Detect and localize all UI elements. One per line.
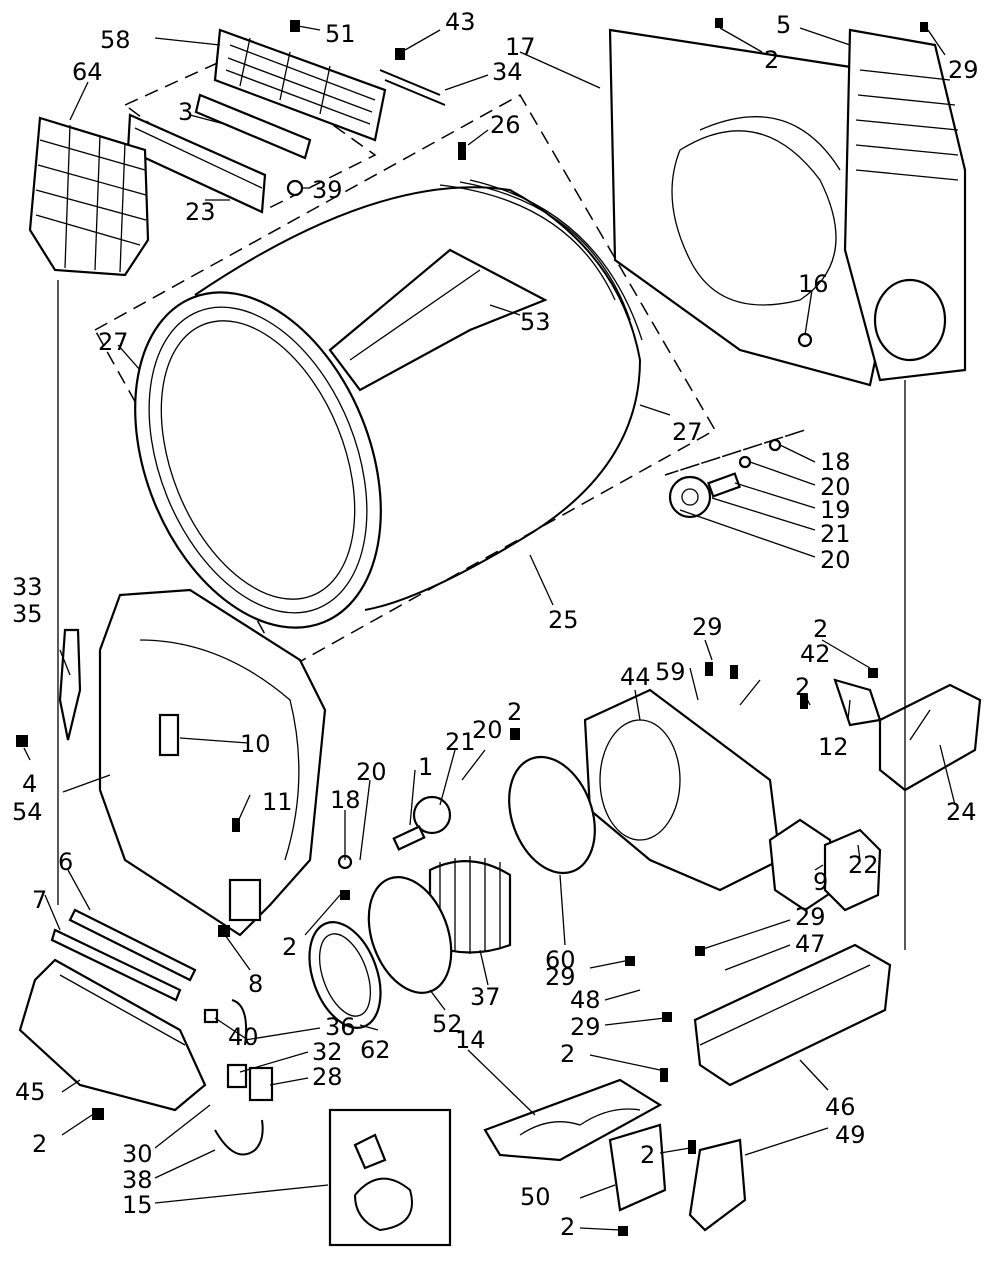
callout-53: 53 — [520, 308, 551, 336]
callout-23: 23 — [185, 198, 216, 226]
callout-28: 28 — [312, 1063, 343, 1091]
callout-42: 42 — [800, 640, 831, 668]
callout-9: 9 — [813, 868, 828, 896]
callout-20-a: 20 — [820, 473, 851, 501]
callout-6: 6 — [58, 848, 73, 876]
callout-12: 12 — [818, 733, 849, 761]
callout-44: 44 — [620, 663, 651, 691]
callout-50: 50 — [520, 1183, 551, 1211]
callout-29-c: 29 — [795, 903, 826, 931]
callout-20-c: 20 — [472, 716, 503, 744]
callout-51: 51 — [325, 20, 356, 48]
callout-62: 62 — [360, 1036, 391, 1064]
callout-49: 49 — [835, 1121, 866, 1149]
callout-35: 35 — [12, 600, 43, 628]
callout-27-a: 27 — [98, 328, 129, 356]
callout-39: 39 — [312, 176, 343, 204]
callout-15: 15 — [122, 1191, 153, 1219]
callout-26: 26 — [490, 111, 521, 139]
callout-29-e: 29 — [570, 1013, 601, 1041]
callout-59: 59 — [655, 658, 686, 686]
callout-48: 48 — [570, 986, 601, 1014]
callout-2-b: 2 — [813, 615, 828, 643]
callout-7: 7 — [32, 886, 47, 914]
callout-2-c: 2 — [795, 673, 810, 701]
callout-29-d: 29 — [545, 963, 576, 991]
callout-4: 4 — [22, 770, 37, 798]
callout-2-i: 2 — [560, 1213, 575, 1241]
callout-40: 40 — [228, 1023, 259, 1051]
callout-30: 30 — [122, 1140, 153, 1168]
callout-19: 19 — [820, 496, 851, 524]
callout-37: 37 — [470, 983, 501, 1011]
callout-14: 14 — [455, 1026, 486, 1054]
callout-2-h: 2 — [640, 1141, 655, 1169]
callout-29-a: 29 — [948, 56, 979, 84]
callout-labels: 58 51 43 34 64 3 39 23 26 17 2 5 29 16 5… — [12, 8, 979, 1241]
callout-21-a: 21 — [820, 520, 851, 548]
callout-58: 58 — [100, 26, 131, 54]
drum-assembly — [93, 93, 717, 672]
toe-panel — [18, 908, 207, 1120]
callout-11: 11 — [262, 788, 293, 816]
callout-32: 32 — [312, 1038, 343, 1066]
leader-lines — [23, 25, 956, 1231]
callout-36: 36 — [325, 1013, 356, 1041]
callout-20-d: 20 — [356, 758, 387, 786]
callout-60: 60 — [545, 946, 576, 974]
callout-21-b: 21 — [445, 728, 476, 756]
callout-52: 52 — [432, 1010, 463, 1038]
callout-2-d: 2 — [507, 698, 522, 726]
callout-2-g: 2 — [32, 1130, 47, 1158]
small-parts — [203, 999, 452, 1247]
front-bulkhead — [16, 588, 327, 937]
callout-22: 22 — [848, 851, 879, 879]
callout-27-b: 27 — [672, 418, 703, 446]
callout-20-b: 20 — [820, 546, 851, 574]
callout-16: 16 — [798, 270, 829, 298]
callout-43: 43 — [445, 8, 476, 36]
callout-38: 38 — [122, 1166, 153, 1194]
callout-47: 47 — [795, 930, 826, 958]
callout-24: 24 — [946, 798, 977, 826]
callout-2-a: 2 — [764, 46, 779, 74]
callout-18-b: 18 — [330, 786, 361, 814]
callout-17: 17 — [505, 33, 536, 61]
callout-64: 64 — [72, 58, 103, 86]
blower-assembly — [308, 688, 782, 1029]
callout-1: 1 — [418, 753, 433, 781]
callout-54: 54 — [12, 798, 43, 826]
callout-45: 45 — [15, 1078, 46, 1106]
callout-29-b: 29 — [692, 613, 723, 641]
callout-8: 8 — [248, 970, 263, 998]
callout-5: 5 — [776, 11, 791, 39]
callout-10: 10 — [240, 730, 271, 758]
callout-18-a: 18 — [820, 448, 851, 476]
callout-3: 3 — [178, 98, 193, 126]
callout-46: 46 — [825, 1093, 856, 1121]
idler-assembly — [664, 429, 806, 519]
callout-33: 33 — [12, 573, 43, 601]
rear-bulkhead — [608, 18, 967, 387]
callout-25: 25 — [548, 606, 579, 634]
callout-2-e: 2 — [282, 933, 297, 961]
lint-screen-assembly — [28, 20, 466, 277]
callout-2-f: 2 — [560, 1040, 575, 1068]
callout-34: 34 — [492, 58, 523, 86]
